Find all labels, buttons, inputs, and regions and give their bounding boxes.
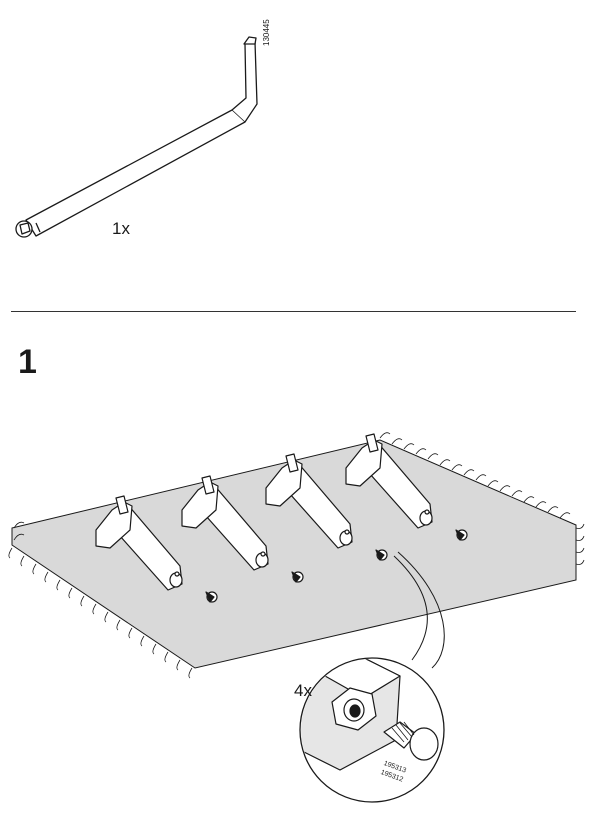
step-number: 1 — [18, 343, 37, 381]
detail-magnifier — [299, 657, 445, 803]
table-leg — [265, 453, 388, 561]
rug-fringe-top — [13, 432, 571, 541]
callout-leader — [397, 551, 445, 669]
table-leg — [181, 475, 304, 583]
rug-fringe-bottom — [8, 523, 585, 679]
table-leg — [95, 495, 218, 603]
detail-quantity: 4x — [294, 681, 312, 700]
table-leg — [345, 433, 468, 541]
section-divider — [11, 311, 576, 312]
callout-leader — [393, 555, 428, 661]
rug-shape — [11, 439, 577, 669]
tool-quantity: 1x — [112, 219, 130, 238]
